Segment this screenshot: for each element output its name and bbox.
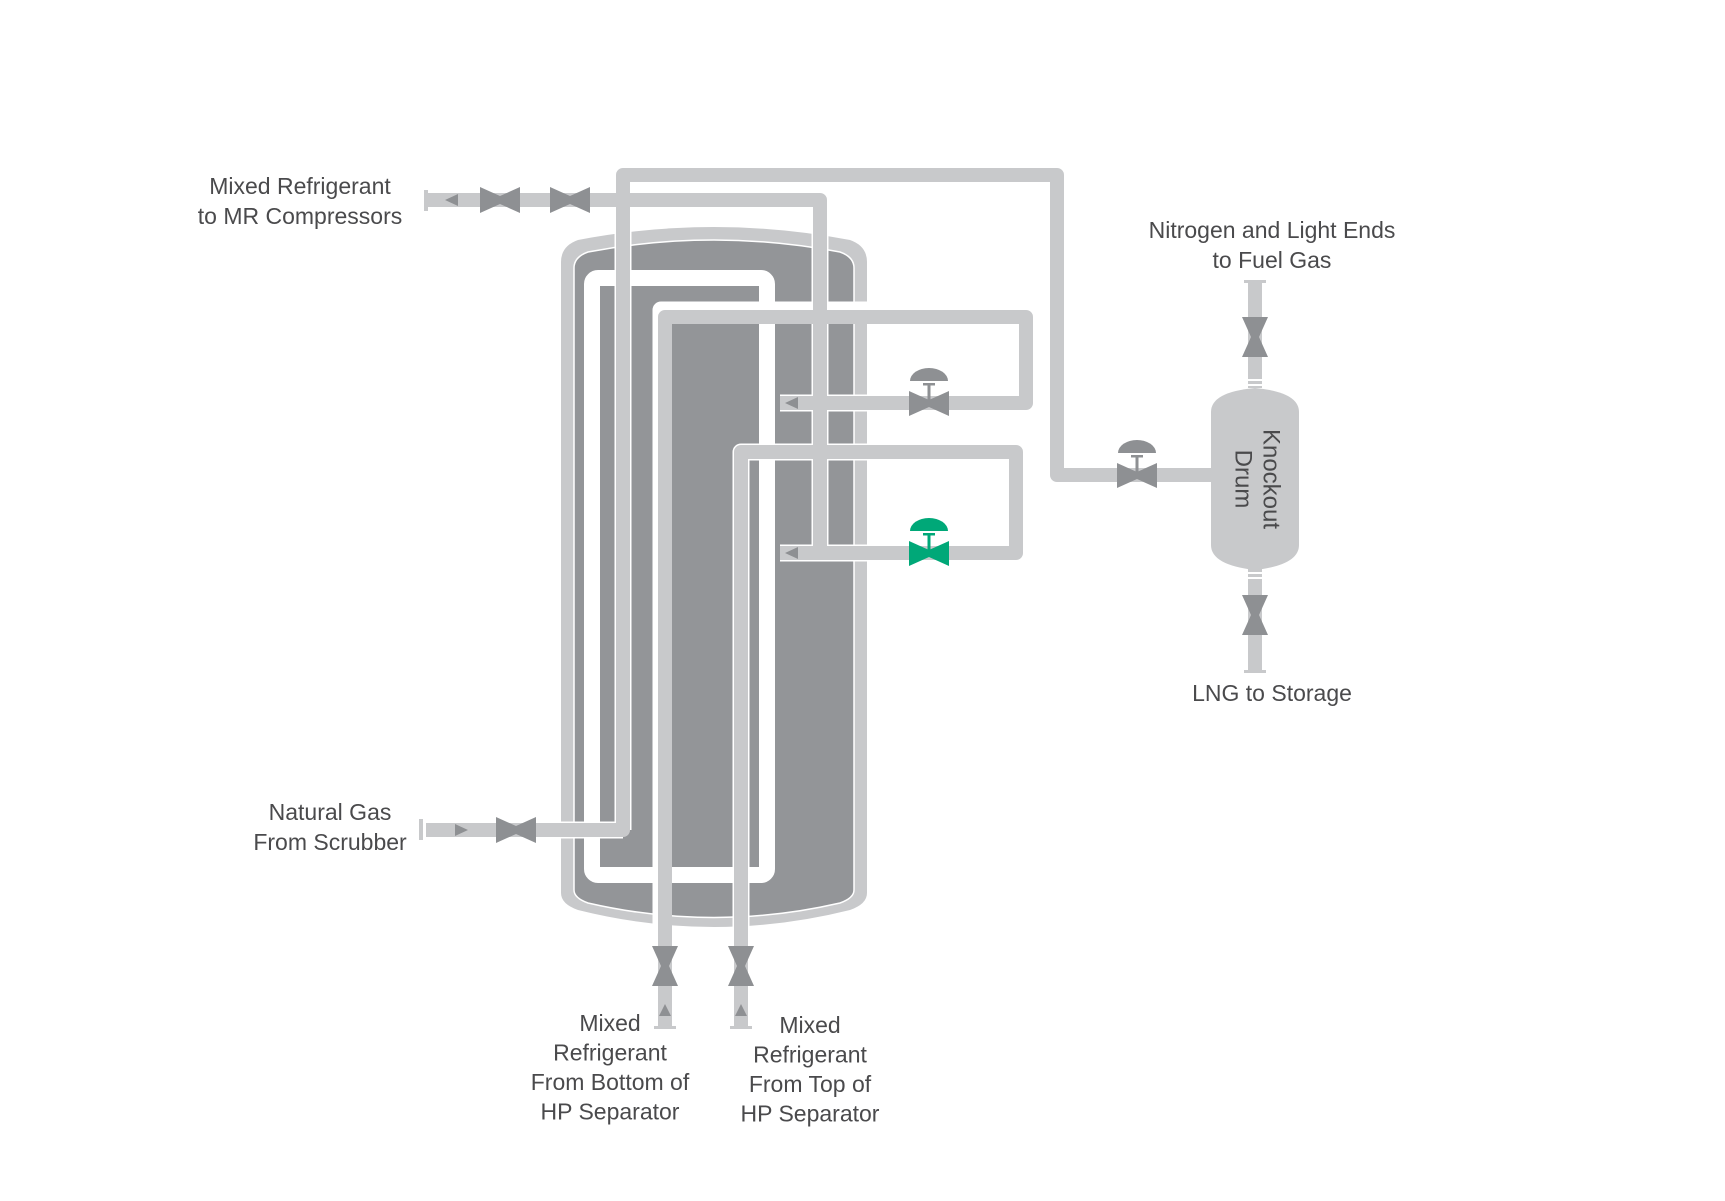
label-nitrogen-line2: to Fuel Gas <box>1213 247 1332 273</box>
gate-valve-icon <box>480 187 520 213</box>
flow-arrow-left-icon <box>445 194 458 206</box>
upper-jt-control-valve[interactable] <box>909 368 949 416</box>
label-lng-storage-line1: LNG to Storage <box>1192 680 1352 706</box>
fuel-gas-valve[interactable] <box>1242 317 1268 357</box>
flow-arrow-up-icon <box>659 1004 671 1016</box>
flow-arrow-left-icon <box>785 547 798 559</box>
mr-outlet-valve-2[interactable] <box>550 187 590 213</box>
knockout-drum-vessel <box>1211 388 1299 570</box>
control-valve-body-icon <box>909 391 949 416</box>
lng-storage-valve[interactable] <box>1242 595 1268 635</box>
label-mr-top-hp-line1: Mixed <box>779 1012 840 1038</box>
control-valve-stem-icon <box>927 383 931 400</box>
mr-outlet-valve-1[interactable] <box>480 187 520 213</box>
label-nitrogen-line1: Nitrogen and Light Ends <box>1149 217 1396 243</box>
valves <box>480 187 1268 986</box>
label-natural-gas-line2: From Scrubber <box>253 829 407 855</box>
label-mr-to-compressors-line1: Mixed Refrigerant <box>209 173 391 199</box>
label-mr-top-hp-line3: From Top of <box>749 1071 872 1097</box>
hp-bottom-valve[interactable] <box>652 946 678 986</box>
label-mr-bottom-hp-line2: Refrigerant <box>553 1040 667 1066</box>
flow-arrow-right-icon <box>455 824 468 836</box>
flow-arrow-up-icon <box>735 1004 747 1016</box>
lower-jt-control-valve[interactable] <box>909 518 949 566</box>
exchanger-coil <box>584 270 775 883</box>
label-mr-bottom-hp-line1: Mixed <box>579 1010 640 1036</box>
actuator-dome-icon <box>910 368 948 381</box>
gate-valve-icon <box>1242 317 1268 357</box>
label-natural-gas-line1: Natural Gas <box>269 799 392 825</box>
knockout-drum-label-line2: Drum <box>1230 450 1257 509</box>
hp-top-valve[interactable] <box>728 946 754 986</box>
gate-valve-icon <box>550 187 590 213</box>
label-mr-bottom-hp-line3: From Bottom of <box>531 1069 690 1095</box>
label-mr-top-hp-line4: HP Separator <box>741 1101 880 1127</box>
label-mr-to-compressors-line2: to MR Compressors <box>198 203 402 229</box>
labels: Mixed Refrigerant to MR CompressorsNatura… <box>198 173 1396 1127</box>
knockout-inlet-control-valve[interactable] <box>1117 440 1157 488</box>
pipe-natural-gas <box>426 168 1211 837</box>
control-valve-stem-icon <box>1135 455 1139 472</box>
label-mr-bottom-hp-line4: HP Separator <box>541 1099 680 1125</box>
natural-gas-inlet-valve[interactable] <box>496 817 536 843</box>
control-valve-stem-icon <box>927 533 931 550</box>
label-mr-top-hp-line2: Refrigerant <box>753 1042 867 1068</box>
gate-valve-icon <box>1242 595 1268 635</box>
control-valve-body-icon <box>909 541 949 566</box>
actuator-dome-icon <box>910 518 948 531</box>
knockout-drum-label-line1: Knockout <box>1258 429 1285 529</box>
flow-arrow-left-icon <box>785 397 798 409</box>
gate-valve-icon <box>496 817 536 843</box>
gate-valve-icon <box>652 946 678 986</box>
control-valve-body-icon <box>1117 463 1157 488</box>
gate-valve-icon <box>728 946 754 986</box>
actuator-dome-icon <box>1118 440 1156 453</box>
